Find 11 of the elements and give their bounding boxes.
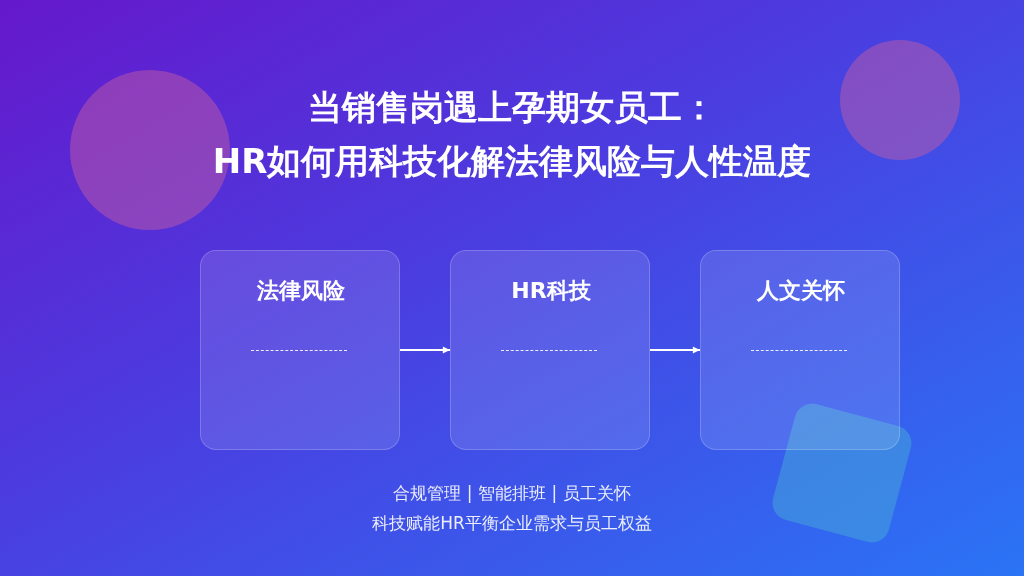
title: 当销售岗遇上孕期女员工：HR如何用科技化解法律风险与人性温度 xyxy=(211,86,813,183)
process-box xyxy=(700,250,900,450)
arrow xyxy=(649,346,701,354)
arrow xyxy=(399,346,451,354)
caption-text: 合规管理 | 智能排班 | 员工关怀 xyxy=(392,482,632,505)
process-box xyxy=(450,250,650,450)
process-box xyxy=(200,250,400,450)
box-title: HR科技 xyxy=(510,277,592,305)
box-title: 人文关怀 xyxy=(756,277,846,305)
caption-text: 科技赋能HR平衡企业需求与员工权益 xyxy=(371,512,653,535)
box-title: 法律风险 xyxy=(256,277,346,305)
